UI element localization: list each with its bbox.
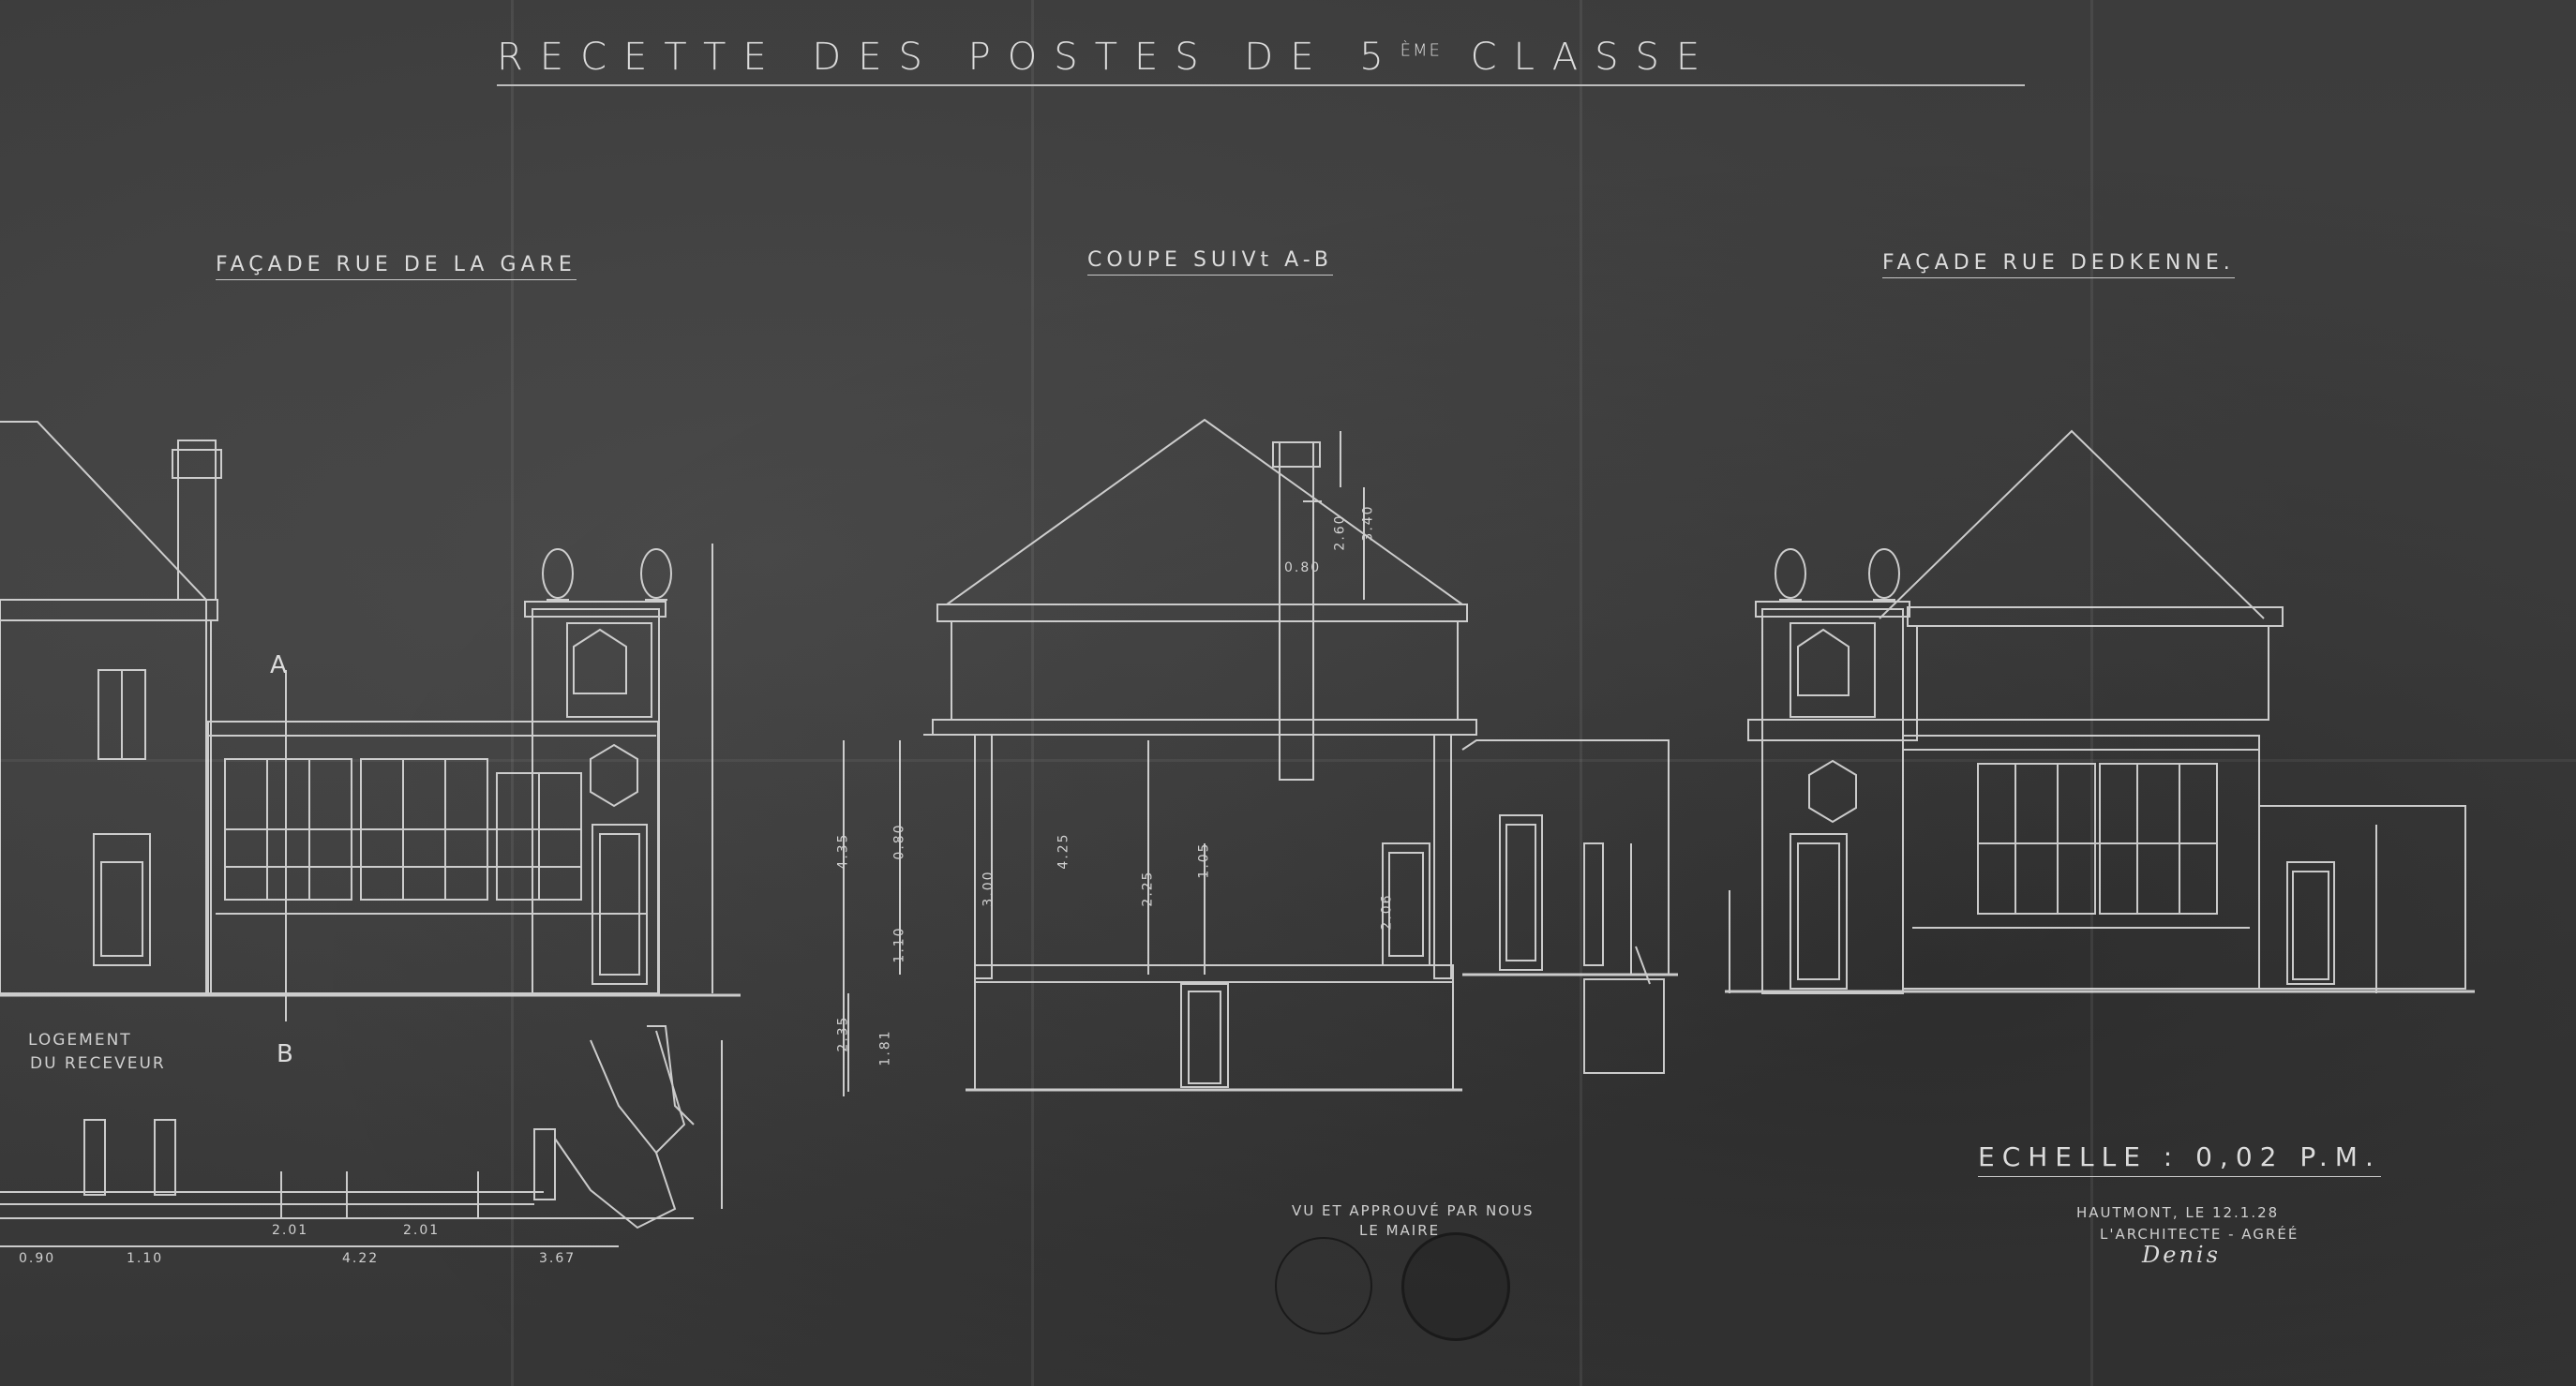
dim-label: 2.01 <box>403 1223 441 1238</box>
dim-label: 4.25 <box>1056 832 1071 870</box>
architect-line: L'ARCHITECTE - AGRÉÉ <box>2100 1226 2299 1243</box>
fold-line <box>2090 0 2093 1386</box>
fold-line <box>0 759 2576 762</box>
dim-label: 1.10 <box>127 1251 164 1266</box>
approval-line: VU ET APPROUVÉ PAR NOUS <box>1292 1202 1535 1219</box>
dim-label: 0.90 <box>19 1251 56 1266</box>
title-text: RECETTE DES POSTES DE 5 <box>497 36 1400 79</box>
view-label-coupe: COUPE SUIVt A-B <box>1087 248 1333 276</box>
dim-label: 3.67 <box>539 1251 577 1266</box>
dim-label: 2.35 <box>835 1015 851 1052</box>
mayor-seal <box>1401 1232 1510 1341</box>
logement-label: LOGEMENT <box>28 1031 132 1050</box>
fold-line <box>1580 0 1582 1386</box>
facade-dedkenne-drawing <box>1725 429 2475 994</box>
section-marker-b: B <box>277 1040 299 1068</box>
architect-signature: Denis <box>2142 1242 2221 1268</box>
dim-label: 3.40 <box>1360 504 1376 542</box>
title-text-end: CLASSE <box>1441 36 1717 79</box>
logement-label-2: DU RECEVEUR <box>30 1054 166 1073</box>
dim-label: 0.80 <box>891 823 907 860</box>
dim-label: 4.35 <box>835 832 851 870</box>
dim-label: 1.05 <box>1196 842 1212 879</box>
dim-label: 2.06 <box>1379 893 1395 931</box>
sheet-title: RECETTE DES POSTES DE 5ÈME CLASSE <box>497 36 2025 86</box>
dim-label: 1.10 <box>891 926 907 963</box>
title-superscript: ÈME <box>1400 40 1442 61</box>
dim-label: 2.01 <box>272 1223 309 1238</box>
dim-label: 1.81 <box>877 1029 893 1066</box>
date-line: HAUTMONT, LE 12.1.28 <box>2076 1204 2280 1221</box>
dim-label: 3.00 <box>981 870 996 907</box>
section-marker-a: A <box>270 651 292 679</box>
municipal-stamp <box>1275 1237 1372 1334</box>
dim-label: 4.22 <box>342 1251 380 1266</box>
floor-plan-drawing <box>0 1025 723 1247</box>
approval-line-2: LE MAIRE <box>1359 1222 1441 1239</box>
scale-label: ECHELLE : 0,02 P.M. <box>1978 1141 2381 1177</box>
dim-label: 0.80 <box>1284 560 1322 575</box>
facade-gare-drawing <box>0 421 741 1021</box>
dim-label: 2.25 <box>1140 870 1156 907</box>
coupe-ab-drawing <box>843 418 1678 1096</box>
fold-line <box>1031 0 1034 1386</box>
dim-label: 2.60 <box>1332 514 1348 551</box>
view-label-facade-dedkenne: FAÇADE RUE DEDKENNE. <box>1882 251 2235 278</box>
fold-line <box>511 0 514 1386</box>
view-label-facade-gare: FAÇADE RUE DE LA GARE <box>216 253 577 280</box>
